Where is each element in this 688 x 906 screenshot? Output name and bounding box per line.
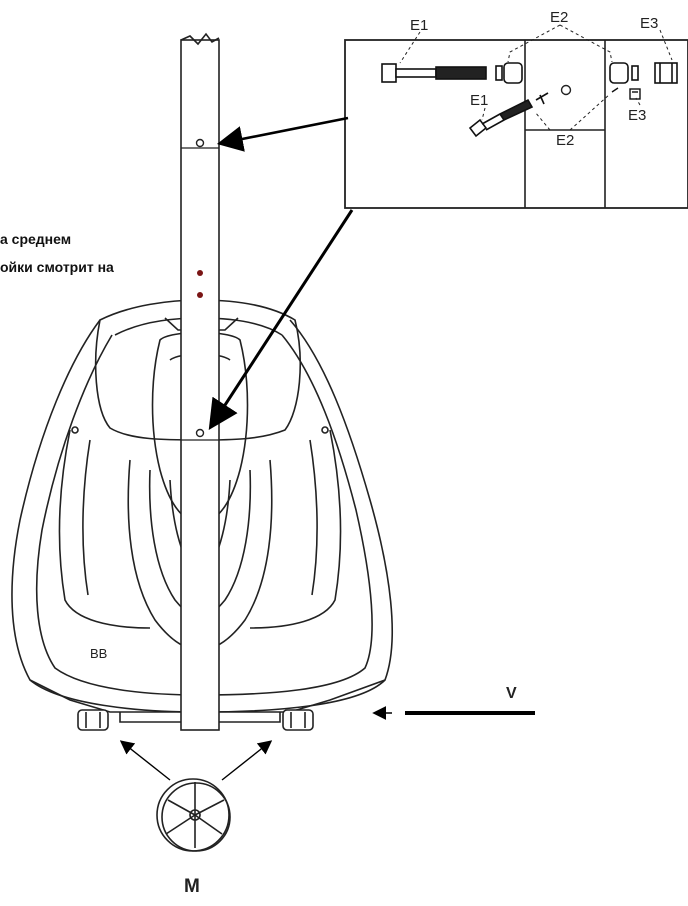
foot-right <box>282 709 314 731</box>
post-hole-red-2 <box>197 292 203 298</box>
label-e1-lower: E1 <box>470 92 488 109</box>
arrow-to-top-hole <box>216 116 349 152</box>
label-e1-top: E1 <box>410 17 428 34</box>
foot-left <box>77 709 109 731</box>
post-hole-bottom <box>195 428 205 438</box>
upright-post <box>180 32 220 731</box>
post-hole-top <box>195 138 205 148</box>
label-e2-lower: E2 <box>556 132 574 149</box>
label-bb: BB <box>90 646 107 661</box>
label-e2-top: E2 <box>550 9 568 26</box>
label-e3-lower: E3 <box>628 107 646 124</box>
wheel-arrows <box>119 740 273 781</box>
instruction-line-2: ойки смотрит на <box>0 259 114 275</box>
label-m: M <box>184 876 200 897</box>
label-e3-top: E3 <box>640 15 658 32</box>
washer-e2-right <box>609 62 639 84</box>
post-hole-red-1 <box>197 270 203 276</box>
bolt-e1-short <box>468 92 549 138</box>
arrow-to-bottom-hole <box>208 209 354 431</box>
wheel-icon <box>156 778 231 852</box>
detail-inset <box>344 24 688 209</box>
nut-e3-small <box>611 87 641 100</box>
washer-e2-left <box>495 62 523 84</box>
label-v: V <box>506 685 517 702</box>
instruction-line-1: а среднем <box>0 231 72 247</box>
nut-e3 <box>654 62 678 84</box>
bolt-e1-long <box>381 63 487 83</box>
